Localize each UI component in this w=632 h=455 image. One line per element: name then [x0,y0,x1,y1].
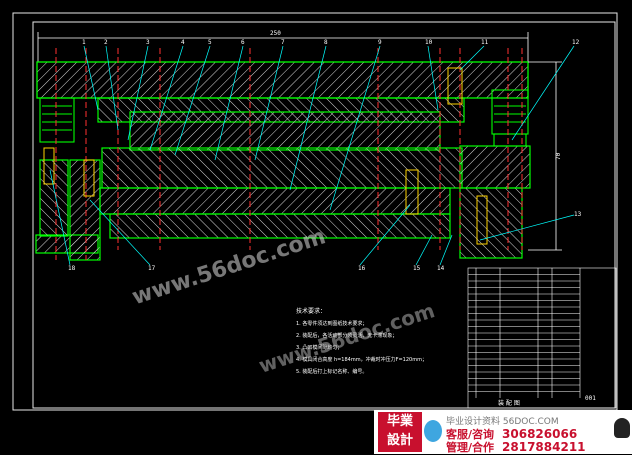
tech-note-4: 4. 模具闭合高度 h=184mm，冲裁时冲压力F=120mm； [296,356,427,363]
callout-4: 4 [181,39,185,46]
callout-11: 11 [481,39,489,46]
technical-notes: 技术要求： 1. 各零件须达到图纸技术要求； 2. 装配后，各活动部分须灵活、无… [296,307,427,375]
callout-3: 3 [146,39,150,46]
callout-14: 14 [437,265,445,272]
bolts [43,67,488,245]
callout-1: 1 [82,39,86,46]
top-callouts: 1 2 3 4 5 6 7 8 9 10 11 12 [82,39,580,46]
callout-8: 8 [324,39,328,46]
callout-16: 16 [358,265,366,272]
height-dimension-label: 70 [555,152,562,160]
callout-13: 13 [574,211,582,218]
qq-icon [424,420,442,442]
site-logo: 毕業 設計 [378,412,422,452]
callout-7: 7 [281,39,285,46]
side-callouts: 13 18 17 16 15 14 [68,211,582,272]
lower-die-set [35,145,531,261]
callout-12: 12 [572,39,580,46]
callout-17: 17 [148,265,156,272]
bom-table [467,267,617,409]
height-dimension [528,61,562,251]
tech-note-3: 3. 凸凹模间隙均匀； [296,344,342,351]
bom-title: 装 配 图 [498,399,520,407]
drawing-frame [12,12,618,411]
tech-note-1: 1. 各零件须达到图纸技术要求； [296,320,367,327]
callout-leaders [49,45,575,266]
callout-5: 5 [208,39,212,46]
callout-9: 9 [378,39,382,46]
tech-title: 技术要求： [296,307,326,315]
center-lines [55,48,523,260]
callout-15: 15 [413,265,421,272]
bom-code: 001 [585,395,596,402]
drawing-inner-frame [32,21,616,409]
callout-18: 18 [68,265,76,272]
tech-note-2: 2. 装配后，各活动部分须灵活、无卡滞现象； [296,332,397,339]
callout-2: 2 [104,39,108,46]
tech-note-5: 5. 装配后打上标记名称、编号。 [296,368,367,375]
callout-10: 10 [425,39,433,46]
width-dimension-label: 250 [270,30,281,37]
callout-6: 6 [241,39,245,46]
width-dimension [37,32,529,62]
penguin-icon [614,418,630,438]
guide-springs [39,89,529,147]
site-name: 毕业设计资料 56DOC.COM [446,417,559,427]
diagonal-watermark-2: www.56doc.com [256,298,438,378]
